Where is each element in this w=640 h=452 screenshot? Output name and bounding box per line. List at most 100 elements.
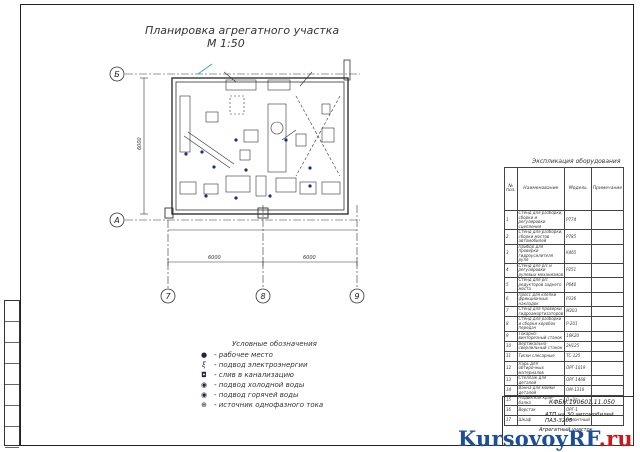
equipment-stand-4 [255,175,267,197]
axis-label-7: 7 [165,292,171,301]
spec-cell-note [590,375,625,386]
equipment-stand-right [321,127,335,143]
axis-bubble-8 [255,288,271,304]
cold-water-icon: ◉ [200,381,208,389]
spec-cell-note [590,210,625,230]
equipment-box [205,111,219,123]
spec-cell-name: Тиски слесарные [516,350,566,362]
spec-cell-pos: 14 [504,385,518,396]
column-7 [164,207,174,219]
dim-span-left-value: 6000 [208,255,221,261]
spec-cell-pos: 7 [504,306,518,317]
legend-heading: Условные обозначения [232,340,317,348]
spec-cell-name: Стенд для р/с и регулировки рулевых меха… [516,262,566,278]
spec-cell-note [590,340,625,352]
spec-cell-pos: 3 [504,243,518,264]
spec-cell-pos: 9 [504,330,518,342]
spec-cell-pos: 13 [504,375,518,386]
spec-cell-pos: 8 [504,316,518,332]
spec-cell-note [590,360,625,376]
axis-bubble-b [109,66,125,82]
spec-cell-name: Стенд для разборки, сборки и регулировки… [516,210,566,230]
spec-caption: Экспликация оборудования [532,158,621,165]
spec-cell-model: ТС-125 [564,350,592,362]
axis-label-a: А [113,216,119,225]
equipment-dashed [229,95,245,115]
spec-cell-name: Стенд для проверки гидроамортизаторов [516,306,566,317]
legend-item-label: - источник однофазного тока [214,401,324,409]
spec-cell-model: P785 [564,229,592,245]
spec-cell-pos: 10 [504,340,518,352]
spec-cell-note [590,415,625,426]
axis-bubble-9 [349,288,365,304]
power-supply-icon: ξ [202,361,206,369]
legend-item-label: - слив в канализацию [214,371,294,379]
spec-cell-name: Стеллаж для деталей [516,375,566,386]
equipment-diagonal-bench [183,135,231,169]
legend-item: ◉- подвод холодной воды [198,380,323,390]
axis-label-9: 9 [354,292,359,301]
spec-cell-name: Прибор для проверки гидроусилителя руля [516,243,566,264]
equipment-stand-2 [203,183,219,195]
equipment-stand-7 [321,181,341,195]
wall-pilaster [343,59,351,81]
spec-cell-note [590,385,625,396]
equipment-rack [179,95,191,153]
legend-item-label: - рабочее место [214,351,273,359]
legend-item: ●- рабочее место [198,350,323,360]
spec-cell-name: Шкаф [516,415,566,426]
spec-cell-note [590,262,625,278]
axis-label-b: Б [114,70,120,79]
workplace-markers [184,138,312,200]
dim-span-right-value: 6000 [303,255,316,261]
spec-cell-name: Ларь для обтирочных материалов [516,360,566,376]
axis-bubble-7 [160,288,176,304]
drain-icon: ◘ [201,371,207,379]
spec-cell-note [590,229,625,245]
equipment-lathe-chuck [270,121,284,135]
spec-header-note: Примечание [590,167,625,211]
spec-cell-pos: 1 [504,210,518,230]
spec-cell-name: Токарно-винторезный станок [516,330,566,342]
legend-item-label: - подвод горячей воды [214,391,299,399]
equipment-small-1 [239,149,251,161]
side-title-strip [4,300,20,448]
equipment-drill [321,103,331,115]
spec-cell-model: ОМ-1316 [564,385,592,396]
door-leaf [197,63,213,75]
room-wall-inner [175,81,345,211]
equipment-lathe [267,103,287,173]
spec-cell-name: Пресс для клепки фрикционных накладок [516,291,566,307]
column-8 [257,207,269,219]
legend-item: ⊕- источник однофазного тока [198,400,323,410]
watermark: KursovoyRF.ru [458,426,633,451]
spec-cell-note [590,243,625,264]
spec-cell-note [590,291,625,307]
legend-item: ◘ - слив в канализацию [198,370,323,380]
spec-cell-pos: 12 [504,360,518,376]
title-block-work: АТП на 30 автомобилей ПАЗ-3205 [545,412,614,424]
spec-cell-name: Стенд для р/с редукторов заднего моста [516,277,566,293]
equipment-spec: Экспликация оборудования № поз. Наименов… [504,158,625,426]
spec-cell-pos: 11 [504,350,518,362]
spec-cell-name: Стенд для разборки и сборки коробок пере… [516,316,566,332]
equipment-small-2 [295,133,307,147]
spec-cell-model: 2Н125 [564,340,592,352]
spec-cell-model: P774 [564,210,592,230]
axis-bubble-a [109,212,125,228]
room-wall-outer [171,77,349,215]
spec-cell-pos: 4 [504,262,518,278]
spec-cell-model: ОРГ-1019 [564,360,592,376]
spec-cell-note [590,330,625,342]
spec-cell-model: 16К20 [564,330,592,342]
equipment-stand-6 [299,181,317,195]
